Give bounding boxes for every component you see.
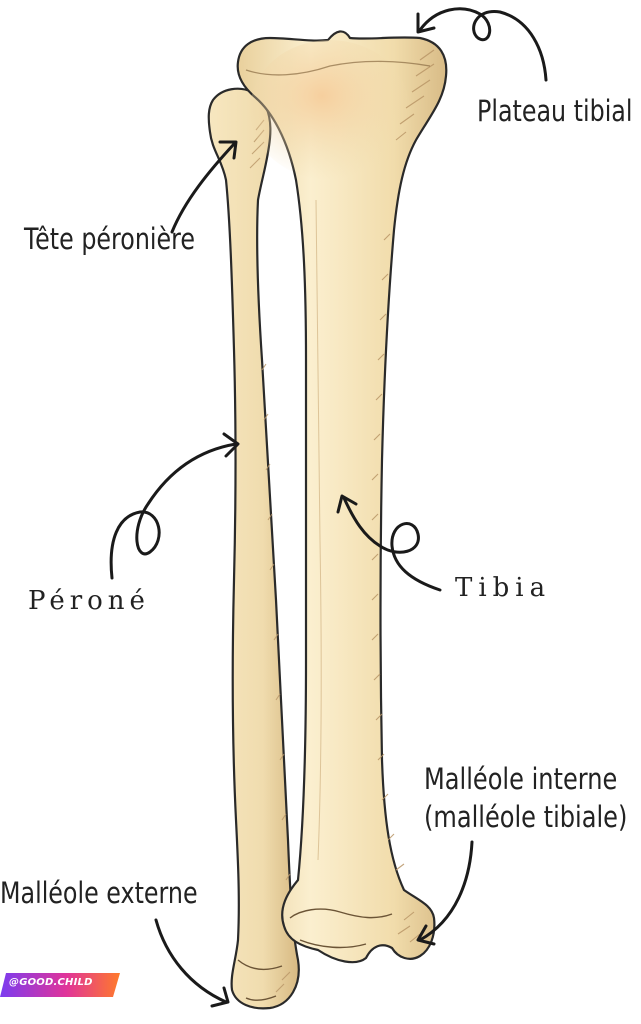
perone-arrow bbox=[109, 442, 238, 580]
label-tibia: Tibia bbox=[455, 573, 552, 603]
tete-peroniere-arrow bbox=[170, 142, 236, 234]
label-malleole-interne-line2: (malléole tibiale) bbox=[424, 800, 628, 834]
perone-arrow-head bbox=[222, 432, 240, 458]
malleole-interne-arrow-head bbox=[416, 924, 436, 946]
label-malleole-externe: Malléole externe bbox=[0, 876, 198, 910]
tibia-hatching bbox=[371, 49, 435, 943]
tibia-arrow bbox=[342, 496, 442, 592]
malleole-interne-arrow bbox=[418, 840, 474, 942]
malleole-externe-arrow bbox=[154, 918, 228, 1004]
tete-peroniere-arrow-head bbox=[218, 140, 238, 160]
label-malleole-interne-line1: Malléole interne bbox=[424, 762, 618, 796]
label-tete-peroniere: Tête péronière bbox=[24, 222, 196, 256]
plateau-arrow-head bbox=[416, 12, 436, 34]
tibia-arrow-head bbox=[336, 494, 358, 514]
fibula-bone bbox=[207, 87, 300, 1010]
tibia-interosseous-line bbox=[315, 199, 322, 861]
plateau-arrow bbox=[418, 7, 548, 82]
watermark-text: @GOOD.CHILD bbox=[9, 977, 93, 988]
malleole-externe-arrow-head bbox=[210, 986, 230, 1008]
tibia-distal-detail bbox=[289, 908, 393, 949]
fibula-distal-detail bbox=[237, 959, 283, 1001]
tibial-plateau-detail bbox=[245, 60, 431, 76]
label-malleole-interne: Malléole interne (malléole tibiale) bbox=[424, 760, 627, 836]
label-perone: Péroné bbox=[28, 586, 150, 616]
annotation-arrows bbox=[109, 7, 548, 1008]
watermark-badge bbox=[0, 973, 120, 997]
fibula-outline bbox=[207, 87, 300, 1010]
label-plateau-tibial: Plateau tibial bbox=[477, 94, 633, 128]
